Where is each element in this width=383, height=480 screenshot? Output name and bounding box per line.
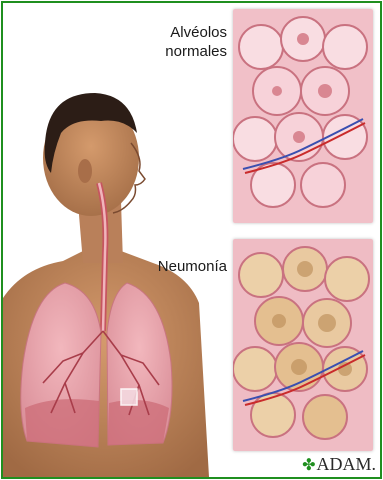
normal-alveoli-label-line1: Alvéolos <box>165 23 227 42</box>
adam-logo: ✤ ADAM. <box>302 454 376 475</box>
adam-logo-text: ADAM. <box>316 454 376 475</box>
adam-leaf-icon: ✤ <box>302 455 315 475</box>
normal-alveoli-label-line2: normales <box>165 42 227 61</box>
pneumonia-label: Neumonía <box>158 257 227 276</box>
normal-alveoli-label: Alvéolos normales <box>165 23 227 61</box>
pneumonia-alveoli-panel <box>233 239 373 451</box>
normal-alveoli-panel <box>233 9 373 223</box>
